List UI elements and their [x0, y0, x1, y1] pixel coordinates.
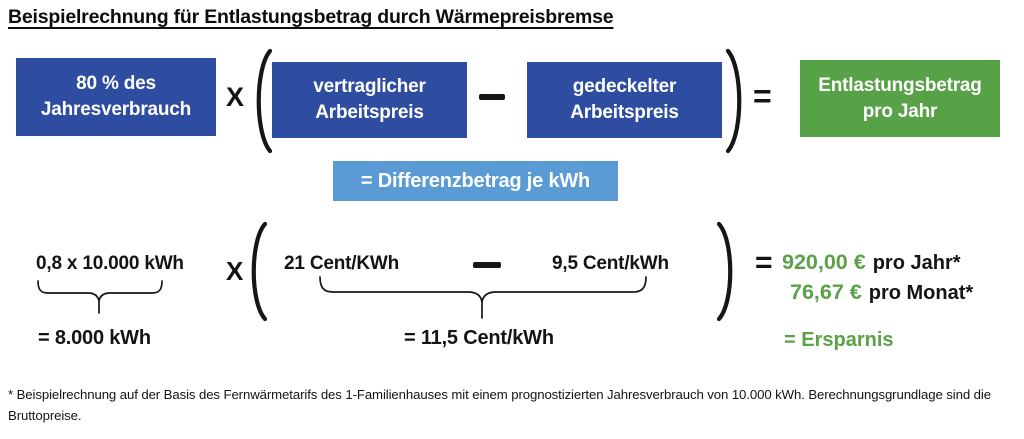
example-open-paren-icon	[251, 221, 268, 322]
result-year-value: 920,00 €	[782, 250, 866, 274]
open-paren-icon	[256, 48, 273, 154]
page-title: Beispielrechnung für Entlastungsbetrag d…	[8, 6, 614, 28]
difference-result-label: = 11,5 Cent/kWh	[404, 327, 554, 349]
result-year-line: 920,00 € pro Jahr*	[782, 250, 961, 275]
difference-label-box: = Differenzbetrag je kWh	[333, 161, 618, 201]
consumption-result-label: = 8.000 kWh	[38, 327, 151, 349]
example-multiply-sign: X	[226, 256, 244, 286]
contract-price-line1: vertraglicher	[313, 76, 426, 97]
minus-sign-icon	[479, 94, 505, 100]
consumption-box-line2: Jahresverbrauch	[40, 99, 192, 120]
difference-label: = Differenzbetrag je kWh	[360, 170, 591, 192]
relief-result-line2: pro Jahr	[862, 100, 938, 122]
relief-result-line1: Entlastungsbetrag	[818, 74, 982, 96]
footnote: * Beispielrechnung auf der Basis des Fer…	[8, 387, 991, 423]
multiply-sign: X	[226, 82, 245, 112]
capped-price-box: gedeckelter Arbeitspreis	[527, 62, 722, 138]
close-paren-icon	[725, 48, 742, 154]
example-close-paren-icon	[716, 221, 733, 322]
result-month-suffix: pro Monat*	[868, 282, 974, 304]
result-month-line: 76,67 € pro Monat*	[790, 280, 973, 305]
contract-price-line2: Arbeitspreis	[315, 102, 424, 123]
example-minus-sign-icon	[473, 262, 501, 268]
contract-price-box: vertraglicher Arbeitspreis	[272, 62, 467, 138]
result-year-suffix: pro Jahr*	[872, 252, 961, 274]
consumption-value: 0,8 x 10.000 kWh	[36, 253, 184, 274]
contract-value: 21 Cent/KWh	[284, 253, 399, 274]
result-month-value: 76,67 €	[790, 280, 862, 304]
consumption-box: 80 % des Jahresverbrauch	[16, 58, 216, 136]
equals-sign: =	[753, 78, 772, 114]
savings-label: = Ersparnis	[784, 329, 894, 351]
capped-value: 9,5 Cent/kWh	[552, 253, 669, 274]
underbrace-left-icon	[37, 280, 163, 314]
capped-price-line2: Arbeitspreis	[570, 102, 679, 123]
capped-price-line1: gedeckelter	[572, 76, 677, 97]
underbrace-middle-icon	[319, 276, 647, 319]
relief-result-box: Entlastungsbetrag pro Jahr	[800, 60, 1000, 137]
example-equals-sign: =	[755, 246, 773, 279]
consumption-box-line1: 80 % des	[76, 73, 156, 94]
